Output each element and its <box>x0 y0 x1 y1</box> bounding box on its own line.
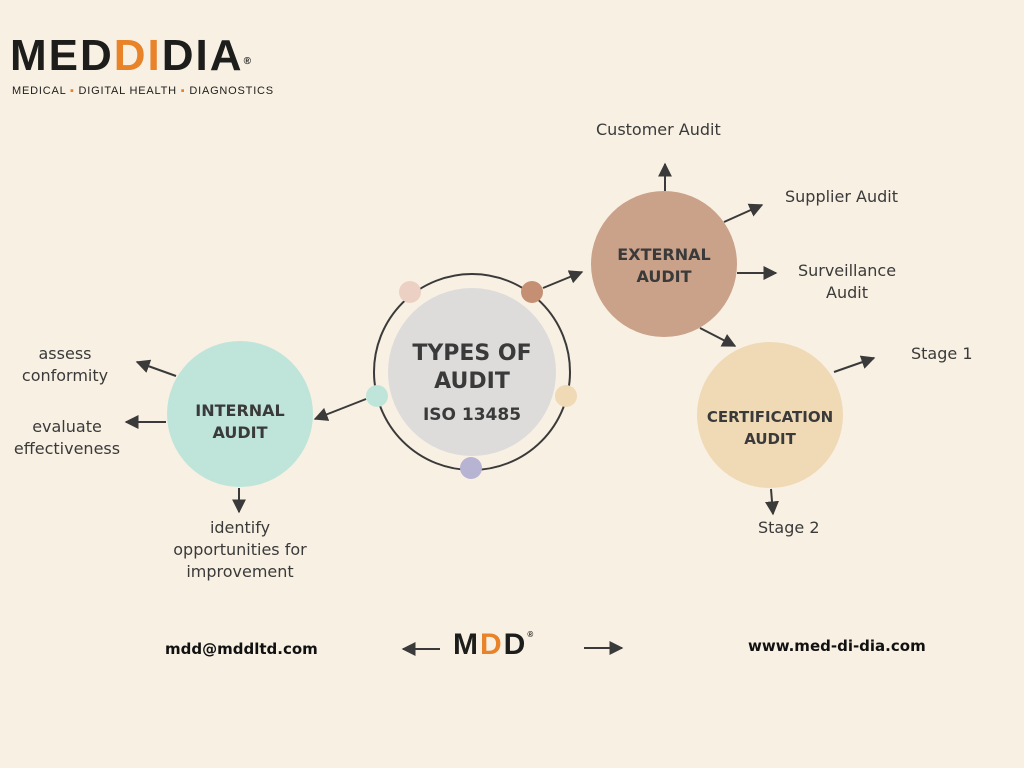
mdd-logo-d1: D <box>480 628 504 661</box>
logo-tagline: MEDICAL ▪ DIGITAL HEALTH ▪ DIAGNOSTICS <box>12 85 274 97</box>
ring-dot-brown <box>521 281 543 303</box>
tagline-separator: ▪ <box>69 85 75 97</box>
center-title-line-2: AUDIT <box>434 369 510 394</box>
tagline-separator: ▪ <box>180 85 186 97</box>
mdd-logo-m: M <box>453 628 480 661</box>
mdd-registered-mark: ® <box>527 630 534 639</box>
internal-audit-circle <box>167 341 313 487</box>
internal-item-improvement: identify opportunities for improvement <box>155 517 325 583</box>
center-title: TYPES OF AUDIT <box>392 340 552 396</box>
tagline-diagnostics: DIAGNOSTICS <box>189 85 274 97</box>
center-circle <box>388 288 556 456</box>
internal-item-line: assess <box>38 344 92 363</box>
certification-audit-title: CERTIFICATION AUDIT <box>696 406 844 450</box>
center-subtitle: ISO 13485 <box>422 405 522 425</box>
arrow-certification-stage2 <box>765 488 779 516</box>
external-audit-title: EXTERNAL AUDIT <box>594 244 734 288</box>
arrow-to-certification <box>699 327 737 347</box>
certification-title-line-2: AUDIT <box>744 430 796 448</box>
ring-dot-pink <box>399 281 421 303</box>
external-title-line-1: EXTERNAL <box>617 245 711 264</box>
center-title-line-1: TYPES OF <box>412 341 532 366</box>
ring-dot-lavender <box>460 457 482 479</box>
certification-title-line-1: CERTIFICATION <box>706 408 834 426</box>
external-title-line-2: AUDIT <box>636 267 692 286</box>
ring-dot-sand <box>555 385 577 407</box>
internal-item-effectiveness: evaluate effectiveness <box>4 416 130 460</box>
certification-audit-circle <box>697 342 843 488</box>
mdd-logo: MDD® <box>453 628 533 662</box>
internal-title-line-1: INTERNAL <box>195 401 285 420</box>
external-item-supplier: Supplier Audit <box>785 187 898 206</box>
external-item-customer: Customer Audit <box>596 120 721 139</box>
external-item-line: Surveillance <box>797 261 897 280</box>
internal-item-line: improvement <box>186 562 294 581</box>
internal-item-line: evaluate <box>32 417 102 436</box>
internal-audit-title: INTERNAL AUDIT <box>170 400 310 444</box>
certification-item-stage-1: Stage 1 <box>911 344 973 363</box>
certification-item-stage-2: Stage 2 <box>758 518 820 537</box>
arrow-to-internal <box>313 398 367 421</box>
footer-website[interactable]: www.med-di-dia.com <box>748 637 926 655</box>
arrow-certification-stage1 <box>833 355 876 373</box>
arrow-external-supplier <box>723 203 764 223</box>
logo-highlight: DI <box>113 31 162 80</box>
arrow-internal-conformity <box>135 359 177 377</box>
footer-email[interactable]: mdd@mddltd.com <box>165 640 318 658</box>
mdd-logo-d2: D <box>503 628 528 661</box>
internal-title-line-2: AUDIT <box>212 423 268 442</box>
external-item-surveillance: Surveillance Audit <box>788 260 906 304</box>
internal-item-line: identify <box>209 518 271 537</box>
tagline-digital-health: DIGITAL HEALTH <box>78 85 177 97</box>
registered-mark: ® <box>243 56 251 67</box>
internal-item-line: conformity <box>21 366 109 385</box>
internal-item-line: effectiveness <box>13 439 121 458</box>
logo-prefix: MED <box>10 31 114 80</box>
external-item-line: Audit <box>826 283 868 302</box>
arrow-to-external <box>542 270 584 289</box>
ring-dot-teal <box>366 385 388 407</box>
tagline-medical: MEDICAL <box>12 85 67 97</box>
logo-suffix: DIA <box>161 31 244 80</box>
external-audit-circle <box>591 191 737 337</box>
internal-item-line: opportunities for <box>173 540 307 559</box>
internal-item-conformity: assess conformity <box>10 343 120 387</box>
meddidia-logo: MEDDIDIA® <box>10 30 251 82</box>
